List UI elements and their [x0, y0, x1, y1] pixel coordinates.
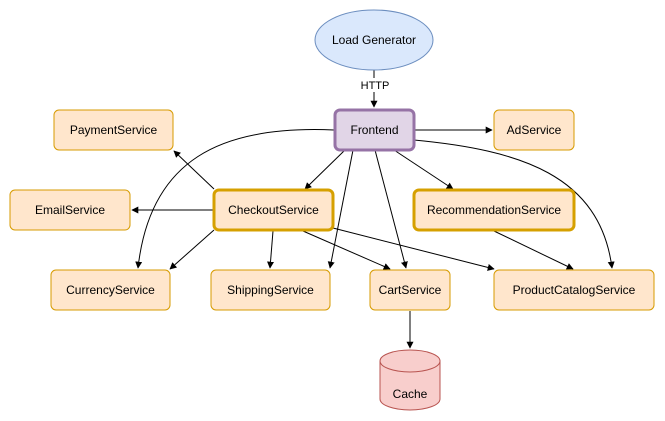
cache-cylinder-body [379, 361, 441, 411]
node-shipping-service: ShippingService [210, 269, 331, 311]
edge-checkout-productcatalog [332, 227, 495, 271]
cart-service-label: CartService [379, 283, 442, 297]
http-label-bg [360, 78, 390, 92]
node-frontend: Frontend [333, 108, 416, 152]
frontend-shape [333, 108, 416, 152]
node-ad-service: AdService [493, 109, 575, 151]
frontend-label: Frontend [350, 123, 398, 137]
node-payment-service: PaymentService [53, 109, 174, 151]
ad-service-shape [493, 109, 575, 151]
currency-service-shape [50, 269, 171, 311]
edge-frontend-productcatalog [413, 139, 615, 269]
checkout-service-label: CheckoutService [228, 203, 319, 217]
email-service-label: EmailService [35, 203, 105, 217]
node-cache: Cache [379, 349, 441, 411]
edge-frontend-checkout [304, 149, 346, 190]
ad-service-label: AdService [507, 123, 562, 137]
payment-service-label: PaymentService [70, 123, 158, 137]
edge-frontend-recommendation [393, 149, 454, 190]
edge-frontend-currency [135, 129, 335, 269]
product-catalog-service-shape [493, 269, 655, 311]
http-label: HTTP [361, 80, 390, 92]
node-product-catalog-service: ProductCatalogService [493, 269, 655, 311]
edge-checkout-currency [169, 229, 215, 270]
product-catalog-service-label: ProductCatalogService [513, 283, 636, 297]
node-checkout-service: CheckoutService [212, 188, 335, 232]
cache-label: Cache [393, 387, 428, 401]
cache-cylinder-top [379, 349, 441, 373]
email-service-shape [9, 189, 131, 231]
recommendation-service-label: RecommendationService [427, 203, 561, 217]
edges [131, 70, 615, 349]
payment-service-shape [53, 109, 174, 151]
load-generator-shape [314, 9, 434, 71]
node-email-service: EmailService [9, 189, 131, 231]
edge-recommendation-productcatalog [493, 230, 574, 270]
node-currency-service: CurrencyService [50, 269, 171, 311]
checkout-service-shape [212, 188, 335, 232]
node-recommendation-service: RecommendationService [412, 188, 576, 232]
edge-frontend-shipping [327, 149, 354, 269]
edge-checkout-cart [302, 230, 391, 270]
recommendation-service-shape [412, 188, 576, 232]
load-generator-label: Load Generator [332, 33, 416, 47]
cart-service-shape [369, 269, 451, 311]
edge-checkout-shipping [267, 230, 274, 269]
node-load-generator: Load Generator [314, 9, 434, 71]
shipping-service-shape [210, 269, 331, 311]
shipping-service-label: ShippingService [227, 283, 314, 297]
node-cart-service: CartService [369, 269, 451, 311]
edge-checkout-payment [173, 150, 215, 190]
edge-frontend-cart [374, 149, 408, 269]
currency-service-label: CurrencyService [66, 283, 155, 297]
